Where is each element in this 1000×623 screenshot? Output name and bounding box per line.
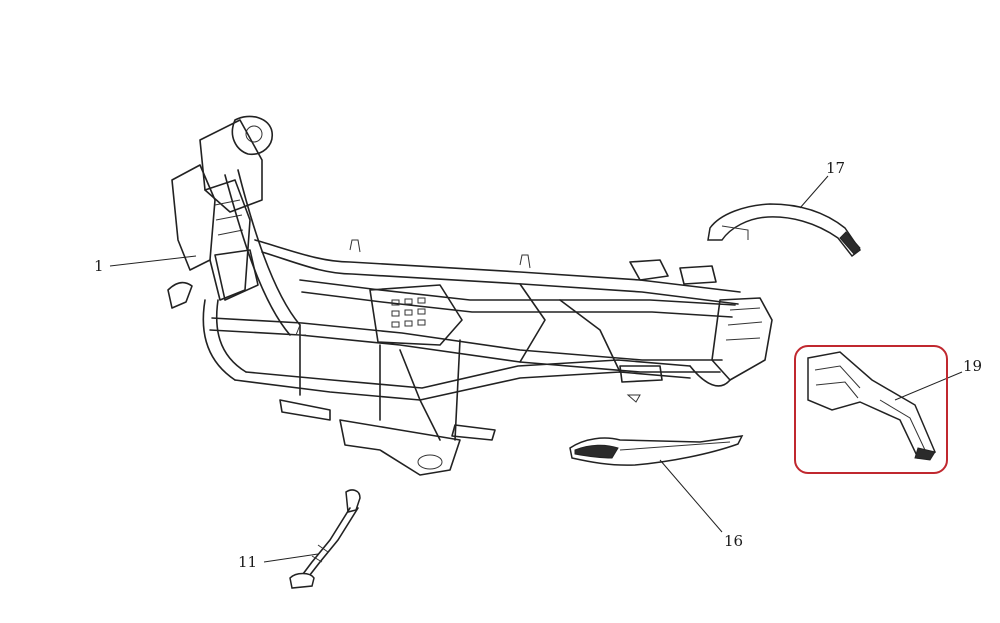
part-16-side-cover [569, 435, 744, 466]
leader-line-11 [263, 553, 319, 563]
part-11-side-stand [289, 489, 361, 589]
callout-label-11: 11 [238, 553, 258, 571]
callout-label-17: 17 [826, 159, 846, 177]
callout-label-1: 1 [94, 257, 104, 275]
leader-line-17 [799, 175, 829, 209]
part-19-rear-bracket [807, 351, 937, 461]
leader-line-16 [659, 459, 723, 533]
part-17-rear-grab-rail [707, 203, 862, 258]
callout-label-16: 16 [724, 532, 744, 550]
main-frame [167, 115, 773, 476]
callout-label-19: 19 [963, 357, 983, 375]
leader-line-19 [894, 371, 963, 401]
leader-line-1 [109, 255, 197, 267]
part-19-highlight-box [794, 345, 948, 474]
